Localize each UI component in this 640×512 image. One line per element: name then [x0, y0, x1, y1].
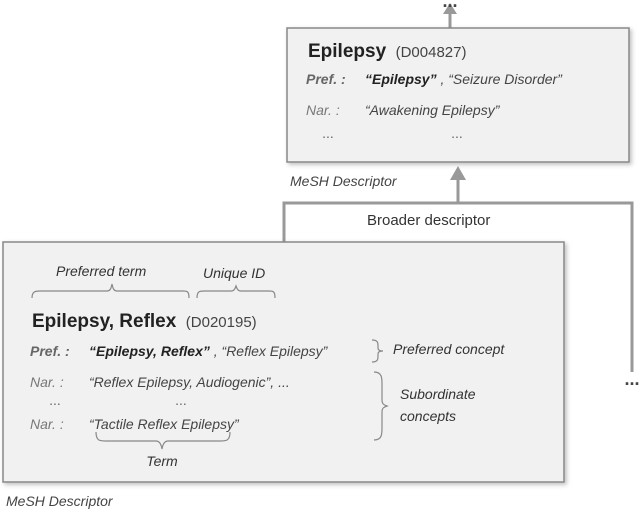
- preferred-term-brace: [31, 283, 190, 299]
- main-box-nar-term-1: “Reflex Epilepsy, Audiogenic”, ...: [89, 374, 290, 390]
- top-box-ellipsis-right: ...: [451, 125, 463, 141]
- top-box-nar-term: “Awakening Epilepsy”: [365, 102, 501, 118]
- svg-text:Epilepsy, Reflex (D02019: Epilepsy, Reflex (D020195): [32, 311, 257, 332]
- svg-text:“Epilepsy, Reflex” , “Re: “Epilepsy, Reflex” , “Reflex Epilepsy”: [89, 343, 329, 359]
- term-brace: [95, 431, 231, 450]
- svg-text:“Epilepsy” , “Seizure Di: “Epilepsy” , “Seizure Disorder”: [365, 71, 563, 87]
- main-box-frame: [2, 241, 565, 483]
- top-box-frame: [286, 27, 630, 163]
- main-box-ellipsis-mid: ...: [175, 392, 187, 408]
- main-box-nar-label-2: Nar. :: [30, 416, 64, 432]
- main-box-nar-label-1: Nar. :: [30, 374, 64, 390]
- main-box-nar-term-2: “Tactile Reflex Epilepsy”: [89, 416, 240, 432]
- main-box-term: Epilepsy, Reflex: [32, 311, 177, 332]
- main-box-unique-id: (D020195): [186, 314, 257, 331]
- top-box-term: Epilepsy: [308, 41, 387, 62]
- preferred-concept-label: Preferred concept: [393, 341, 505, 357]
- main-box-caption: MeSH Descriptor: [6, 493, 114, 509]
- top-ellipsis: ...: [442, 0, 457, 11]
- preferred-concept-brace: [371, 339, 384, 363]
- subordinate-concepts-brace: [373, 371, 389, 441]
- svg-text:Epilepsy (D004827): Epilepsy (D004827): [308, 41, 467, 62]
- main-box-ellipsis-left: ...: [49, 392, 61, 408]
- broader-arrow-head: [450, 166, 466, 180]
- main-box-pref-term-rest: , “Reflex Epilepsy”: [214, 343, 329, 359]
- side-ellipsis: ...: [624, 369, 639, 389]
- top-box-ellipsis-left: ...: [322, 125, 334, 141]
- top-box-unique-id: (D004827): [396, 44, 467, 61]
- top-box-nar-label: Nar. :: [306, 102, 340, 118]
- top-descriptor-box: Epilepsy (D004827) Pref. : “Epilepsy” , …: [286, 27, 630, 163]
- top-box-pref-label: Pref. :: [306, 71, 346, 87]
- top-box-pref-term: “Epilepsy”: [365, 71, 437, 87]
- term-label: Term: [146, 453, 178, 469]
- subordinate-concepts-label-line1: Subordinate: [400, 386, 476, 402]
- top-arrow-head: [443, 3, 457, 14]
- subordinate-concepts-label-line2: concepts: [400, 408, 456, 424]
- main-box-pref-term: “Epilepsy, Reflex”: [89, 343, 210, 359]
- preferred-term-label: Preferred term: [56, 263, 147, 279]
- braces: [31, 283, 389, 450]
- main-box-pref-label: Pref. :: [30, 343, 70, 359]
- main-descriptor-box: Preferred term Unique ID Epilepsy, Refle…: [2, 241, 565, 483]
- unique-id-brace: [196, 284, 276, 299]
- connectors: [282, 12, 634, 372]
- top-box-caption: MeSH Descriptor: [290, 173, 398, 189]
- unique-id-label: Unique ID: [203, 265, 265, 281]
- top-box-pref-term-rest: , “Seizure Disorder”: [440, 71, 563, 87]
- broader-descriptor-label: Broader descriptor: [367, 212, 490, 229]
